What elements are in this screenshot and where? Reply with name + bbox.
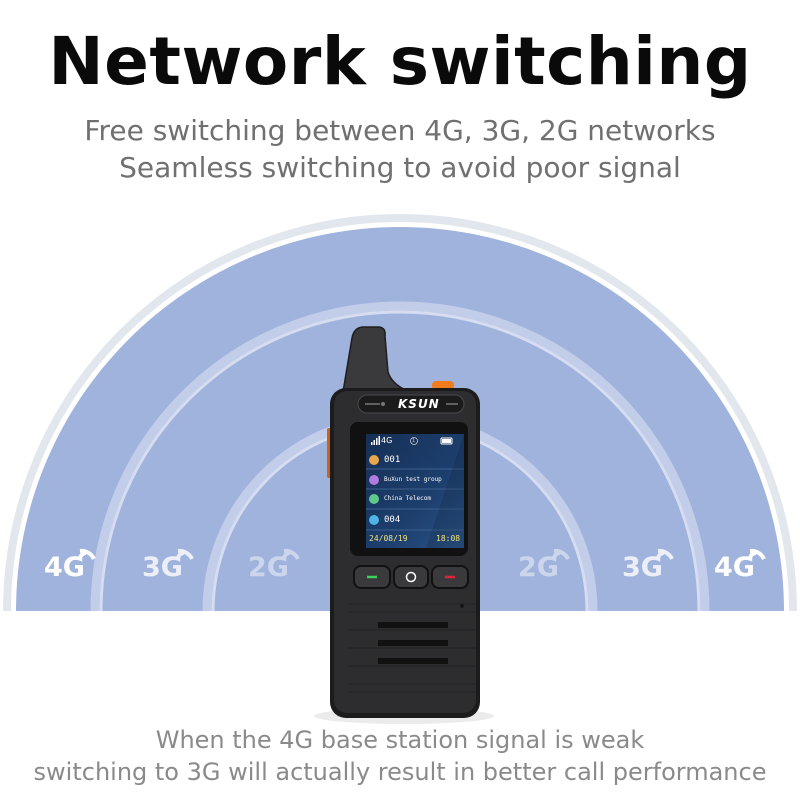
screen-row-4: 004 — [384, 515, 401, 525]
subtitle-line-1: Free switching between 4G, 3G, 2G networ… — [84, 114, 716, 147]
screen-row-3: China Telecom — [384, 495, 431, 502]
screen-row-1: 001 — [384, 455, 401, 465]
ok-button[interactable] — [394, 566, 428, 588]
subtitle-line-2: Seamless switching to avoid poor signal — [119, 151, 681, 184]
badge-3g-left: 3G — [142, 548, 194, 583]
footer-line-1: When the 4G base station signal is weak — [155, 726, 645, 754]
badge-3g-right: 3G — [622, 548, 674, 583]
end-call-button[interactable] — [432, 566, 468, 588]
brand-logo: KSUN — [398, 397, 440, 411]
wifi-signal-icon — [78, 548, 96, 561]
call-button[interactable] — [354, 566, 390, 588]
wifi-signal-icon — [176, 548, 194, 561]
wifi-signal-icon — [552, 548, 570, 561]
badge-4g-left: 4G — [44, 548, 96, 583]
wifi-signal-icon — [748, 548, 766, 561]
badge-2g-right: 2G — [518, 548, 570, 583]
screen-date: 24/08/19 — [369, 534, 408, 543]
info-icon: 1 — [412, 438, 416, 444]
page-title: Network switching — [48, 23, 752, 100]
top-orange-button — [432, 381, 454, 390]
status-network-label: 4G — [381, 436, 393, 445]
screen-row-2: BuXun test group — [384, 476, 442, 483]
footer-line-2: switching to 3G will actually result in … — [33, 758, 767, 786]
screen-time: 18:08 — [436, 534, 461, 543]
wifi-signal-icon — [282, 548, 300, 561]
badge-2g-left: 2G — [248, 548, 300, 583]
antenna — [342, 326, 411, 393]
device-screen — [366, 434, 464, 548]
badge-4g-right: 4G — [714, 548, 766, 583]
wifi-signal-icon — [656, 548, 674, 561]
